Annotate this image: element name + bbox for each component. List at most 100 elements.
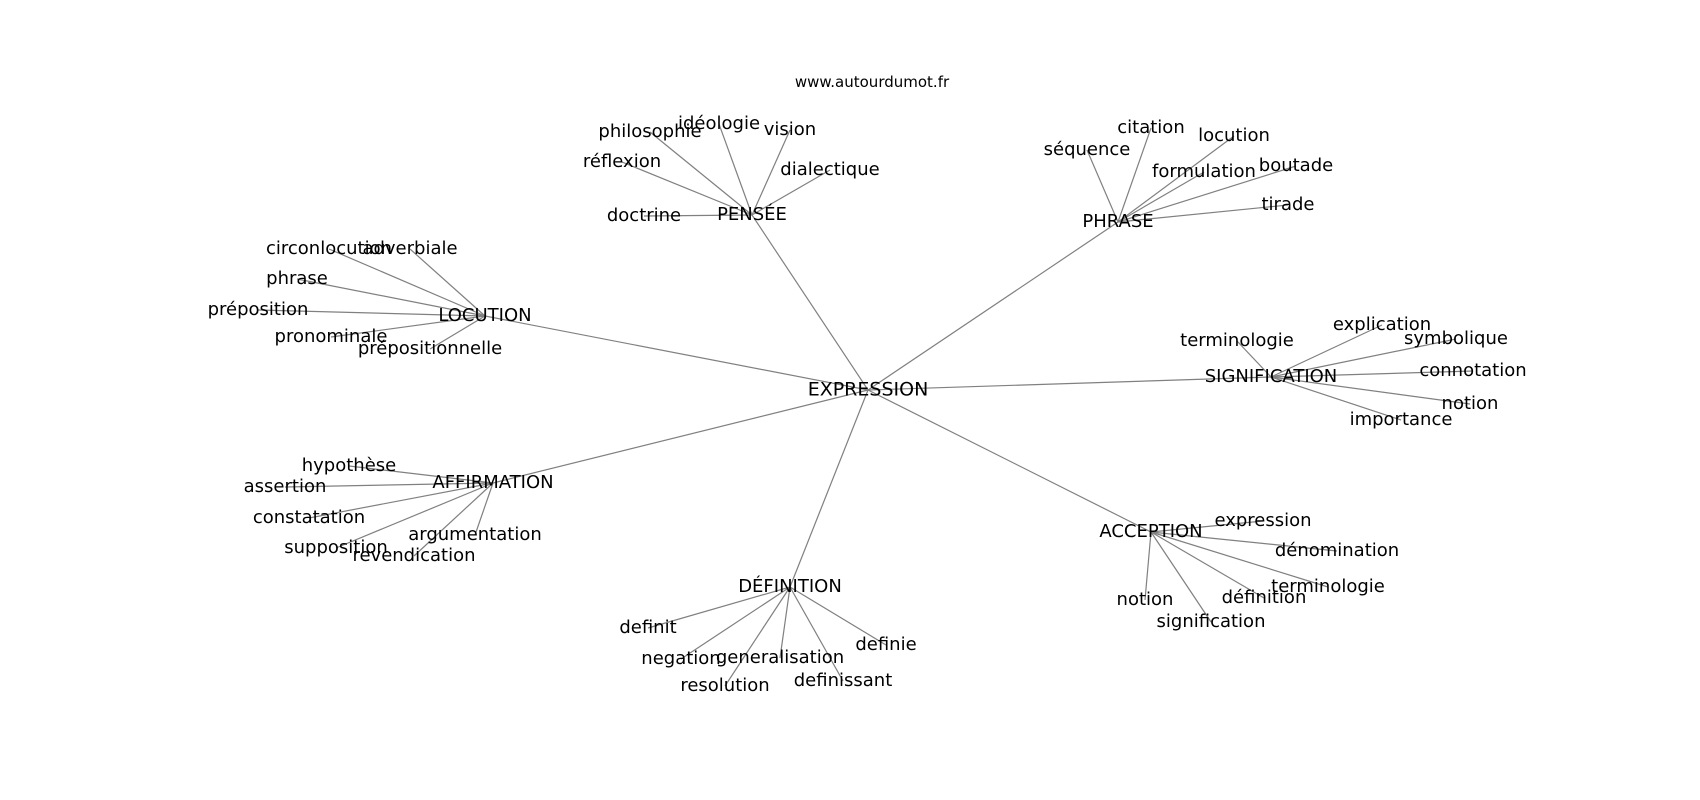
leaf-node[interactable]: constatation xyxy=(253,507,365,528)
edge-hub-to-leaf xyxy=(257,309,486,317)
leaf-node[interactable]: locution xyxy=(1198,125,1270,146)
leaf-node[interactable]: préposition xyxy=(208,299,309,320)
edge-hub-to-leaf xyxy=(1150,531,1338,552)
edge-hub-to-leaf xyxy=(1150,531,1329,588)
leaf-node[interactable]: circonlocution xyxy=(266,238,392,259)
leaf-node[interactable]: réflexion xyxy=(583,151,661,172)
hub-node[interactable]: PENSÉE xyxy=(717,203,787,225)
edge-hub-to-leaf xyxy=(1117,165,1297,223)
leaf-node[interactable]: citation xyxy=(1117,117,1184,138)
hub-node[interactable]: LOCUTION xyxy=(438,305,531,326)
leaf-node[interactable]: expression xyxy=(1214,510,1311,531)
leaf-node[interactable]: definie xyxy=(855,634,916,655)
edge-hub-to-leaf xyxy=(429,315,486,350)
edge-hub-to-leaf xyxy=(330,315,486,338)
leaf-node[interactable]: generalisation xyxy=(716,647,844,668)
hub-node[interactable]: ACCEPTION xyxy=(1099,521,1202,542)
leaf-node[interactable]: philosophie xyxy=(598,121,701,142)
edge-hub-to-leaf xyxy=(1270,376,1471,405)
edge-hub-to-leaf xyxy=(284,482,494,488)
edge-hub-to-leaf xyxy=(1270,370,1474,378)
edge-hub-to-leaf xyxy=(1144,531,1152,601)
edge-hub-to-leaf xyxy=(1117,127,1152,223)
leaf-node[interactable]: phrase xyxy=(266,268,328,289)
edge-hub-to-leaf xyxy=(680,586,791,660)
leaf-node[interactable]: supposition xyxy=(284,537,388,558)
leaf-node[interactable]: notion xyxy=(1117,589,1174,610)
leaf-node[interactable]: argumentation xyxy=(408,524,542,545)
leaf-node[interactable]: notion xyxy=(1442,393,1499,414)
edge-hub-to-leaf xyxy=(335,482,494,549)
edge-hub-to-leaf xyxy=(1117,171,1205,223)
leaf-node[interactable]: dénomination xyxy=(1275,540,1399,561)
leaf-node[interactable]: resolution xyxy=(680,675,769,696)
edge-center-to-hub xyxy=(492,389,869,484)
edge-hub-to-leaf xyxy=(751,129,791,216)
edge-hub-to-leaf xyxy=(1150,531,1212,623)
site-watermark: www.autourdumot.fr xyxy=(795,73,950,91)
leaf-node[interactable]: signification xyxy=(1157,611,1266,632)
edge-hub-to-leaf xyxy=(789,586,844,682)
center-node[interactable]: EXPRESSION xyxy=(808,379,929,401)
edge-hub-to-leaf xyxy=(348,465,494,484)
leaf-node[interactable]: idéologie xyxy=(678,113,760,134)
edge-hub-to-leaf xyxy=(779,586,791,659)
leaf-node[interactable]: définition xyxy=(1222,587,1307,608)
edge-hub-to-leaf xyxy=(413,482,494,557)
edge-hub-to-leaf xyxy=(296,278,486,317)
edge-hub-to-leaf xyxy=(724,586,791,687)
edge-hub-to-leaf xyxy=(1270,338,1457,378)
leaf-node[interactable]: symbolique xyxy=(1404,328,1508,349)
edge-hub-to-leaf xyxy=(1270,376,1402,421)
edge-hub-to-leaf xyxy=(751,169,831,216)
leaf-node[interactable]: connotation xyxy=(1419,360,1526,381)
edge-hub-to-leaf xyxy=(1236,340,1272,378)
edge-hub-to-leaf xyxy=(647,586,791,629)
edge-hub-to-leaf xyxy=(621,161,753,216)
leaf-node[interactable]: explication xyxy=(1333,314,1431,335)
leaf-node[interactable]: doctrine xyxy=(607,205,681,226)
leaf-node[interactable]: assertion xyxy=(244,476,327,497)
leaf-node[interactable]: tirade xyxy=(1262,194,1315,215)
edge-center-to-hub xyxy=(867,221,1119,391)
leaf-node[interactable]: hypothèse xyxy=(302,455,397,476)
leaf-node[interactable]: pronominale xyxy=(275,326,388,347)
leaf-node[interactable]: prépositionnelle xyxy=(358,338,502,359)
leaf-node[interactable]: vision xyxy=(764,119,816,140)
leaf-node[interactable]: terminologie xyxy=(1271,576,1385,597)
leaf-node[interactable]: adverbiale xyxy=(362,238,457,259)
edge-hub-to-leaf xyxy=(1117,204,1289,223)
edge-hub-to-leaf xyxy=(1150,520,1264,533)
leaf-node[interactable]: dialectique xyxy=(780,159,879,180)
leaf-node[interactable]: importance xyxy=(1350,409,1453,430)
edge-hub-to-leaf xyxy=(649,131,753,216)
hub-node[interactable]: PHRASE xyxy=(1082,211,1153,232)
hub-node[interactable]: AFFIRMATION xyxy=(432,472,553,493)
edge-hub-to-leaf xyxy=(1086,149,1119,223)
edge-center-to-hub xyxy=(867,389,1152,533)
hub-node[interactable]: SIGNIFICATION xyxy=(1205,366,1338,387)
edge-hub-to-leaf xyxy=(1270,324,1383,378)
edge-hub-to-leaf xyxy=(1117,135,1235,223)
edge-center-to-hub xyxy=(789,389,869,588)
edge-hub-to-leaf xyxy=(789,586,887,646)
hub-node[interactable]: DÉFINITION xyxy=(738,575,842,597)
leaf-node[interactable]: boutade xyxy=(1259,155,1333,176)
edge-hub-to-leaf xyxy=(718,123,753,216)
edge-hub-to-leaf xyxy=(643,214,753,217)
leaf-node[interactable]: formulation xyxy=(1152,161,1256,182)
leaf-node[interactable]: séquence xyxy=(1044,139,1131,160)
leaf-node[interactable]: definissant xyxy=(794,670,893,691)
edge-center-to-hub xyxy=(484,315,869,391)
edge-hub-to-leaf xyxy=(409,248,486,317)
edge-hub-to-leaf xyxy=(1150,531,1265,599)
leaf-node[interactable]: definit xyxy=(619,617,676,638)
edge-hub-to-leaf xyxy=(328,248,486,317)
leaf-node[interactable]: negation xyxy=(641,648,720,669)
edge-center-to-hub xyxy=(867,376,1272,391)
leaf-node[interactable]: revendication xyxy=(352,545,475,566)
edges-layer xyxy=(257,123,1474,687)
leaf-node[interactable]: terminologie xyxy=(1180,330,1294,351)
